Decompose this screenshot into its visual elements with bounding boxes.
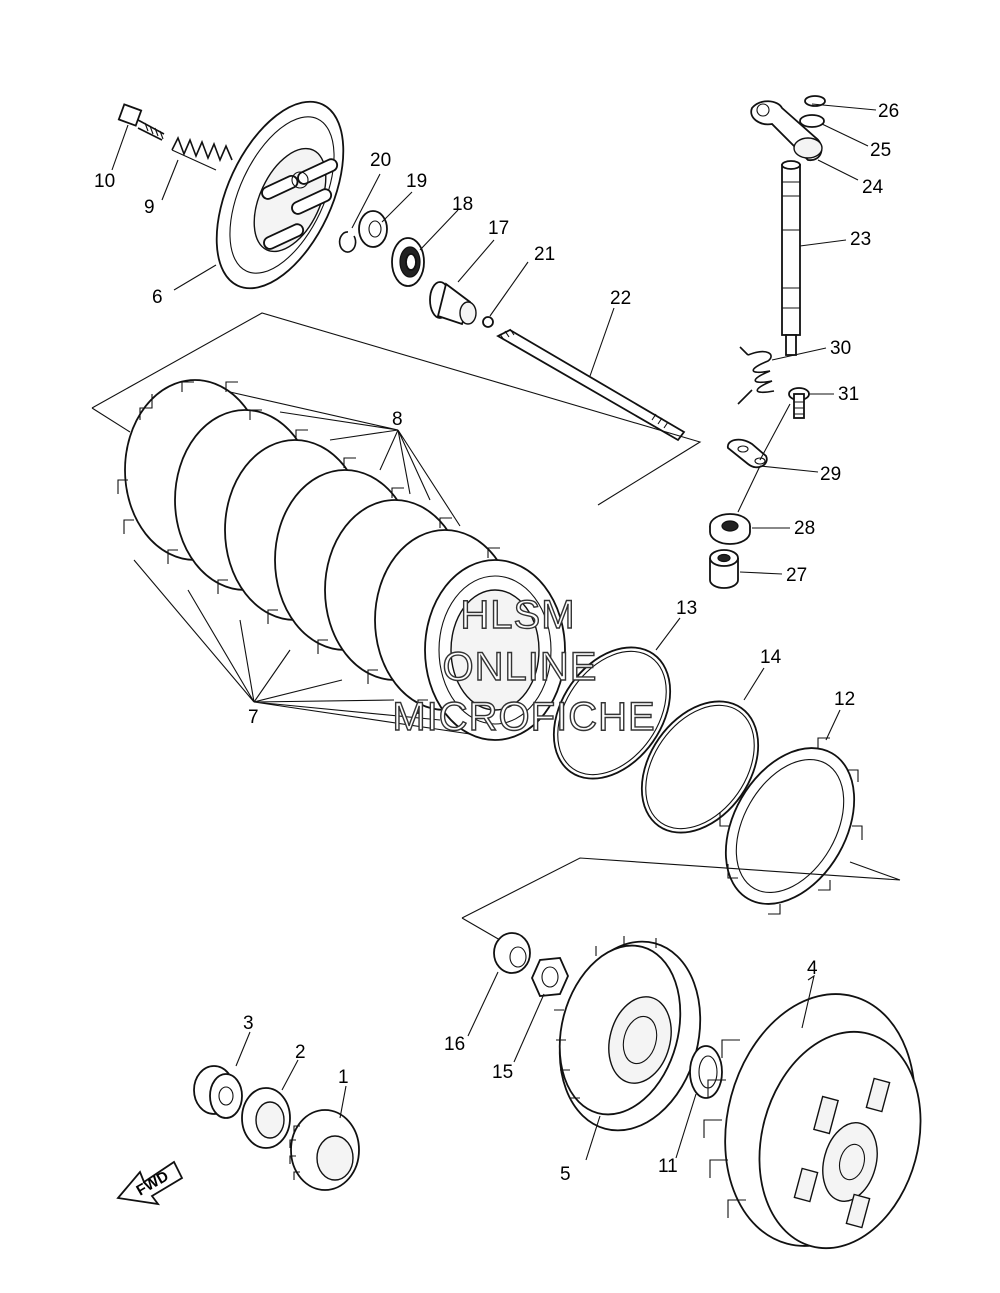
circlip[interactable] (338, 231, 357, 253)
bolt-31[interactable] (788, 387, 810, 419)
stack-frame-top (91, 312, 702, 506)
callout-3: 3 (243, 1013, 254, 1034)
callout-14: 14 (760, 647, 782, 668)
callout-23: 23 (850, 229, 871, 250)
bearing-plate[interactable] (727, 438, 768, 469)
callout-12: 12 (834, 689, 855, 710)
thrust-plate-2[interactable] (241, 1087, 291, 1149)
callout-13: 13 (676, 598, 697, 619)
callout-26: 26 (878, 101, 899, 122)
push-rod-piece[interactable] (429, 281, 477, 326)
callout-19: 19 (406, 171, 427, 192)
leader-lines (111, 103, 877, 1161)
lock-washer[interactable] (531, 957, 569, 997)
watermark-line-1: HLSM (460, 593, 575, 637)
callout-8-leaders (229, 391, 461, 527)
callout-22: 22 (610, 288, 631, 309)
callout-1: 1 (338, 1067, 349, 1088)
steel-ball[interactable] (482, 316, 494, 328)
lower-frame (461, 857, 901, 941)
callout-9: 9 (144, 197, 155, 218)
callout-30: 30 (830, 338, 851, 359)
callout-11: 11 (658, 1156, 678, 1177)
callout-21: 21 (534, 244, 555, 265)
clutch-boss[interactable] (539, 926, 720, 1147)
callout-5: 5 (560, 1164, 571, 1185)
callout-29: 29 (820, 464, 841, 485)
watermark-line-3: MICROFICHE (392, 695, 655, 739)
callout-7: 7 (248, 707, 259, 728)
callout-25: 25 (870, 140, 891, 161)
friction-plate-12[interactable] (700, 725, 881, 926)
clutch-housing[interactable] (698, 973, 944, 1268)
callout-27: 27 (786, 565, 807, 586)
push-lever-shaft[interactable] (781, 160, 801, 356)
callout-4: 4 (807, 958, 818, 979)
callout-6: 6 (152, 287, 163, 308)
callout-20: 20 (370, 150, 391, 171)
callout-8: 8 (392, 409, 403, 430)
clutch-plate-stack[interactable] (117, 379, 566, 741)
clutch-nut[interactable] (493, 932, 531, 974)
callout-31: 31 (838, 384, 859, 405)
push-lever[interactable] (750, 100, 823, 161)
shaft-bush[interactable] (709, 549, 739, 589)
collar-3[interactable] (193, 1065, 243, 1119)
clutch-bolt[interactable] (117, 103, 165, 141)
forward-arrow-icon (116, 1160, 184, 1206)
callout-10: 10 (94, 171, 115, 192)
seat-plate[interactable] (618, 679, 783, 854)
callout-15: 15 (492, 1062, 513, 1083)
callout-28: 28 (794, 518, 815, 539)
circlip-26[interactable] (804, 95, 826, 107)
callout-7-leaders (133, 559, 471, 735)
washer[interactable] (358, 210, 388, 248)
callout-labels: 1 2 3 4 5 6 7 8 9 10 11 12 13 14 15 16 1… (94, 101, 899, 1185)
pressure-plate[interactable] (191, 82, 370, 307)
callout-16: 16 (444, 1034, 465, 1055)
watermark-line-2: ONLINE (443, 645, 598, 689)
clutch-spring[interactable] (171, 136, 233, 171)
callout-17: 17 (488, 218, 509, 239)
oil-seal-bearing[interactable] (709, 513, 751, 545)
callout-24: 24 (862, 177, 884, 198)
torsion-spring[interactable] (737, 346, 775, 405)
callout-18: 18 (452, 194, 473, 215)
cushion-ring[interactable] (530, 625, 695, 800)
thrust-bearing[interactable] (391, 237, 425, 287)
stack-frame-left (91, 407, 131, 433)
thrust-washer-11[interactable] (689, 1045, 723, 1099)
push-rod[interactable] (496, 328, 686, 442)
watermark: HLSM ONLINE MICROFICHE (392, 592, 656, 739)
callout-2: 2 (295, 1042, 306, 1063)
washer-25[interactable] (799, 114, 825, 128)
primary-drive-gear[interactable] (289, 1109, 360, 1191)
